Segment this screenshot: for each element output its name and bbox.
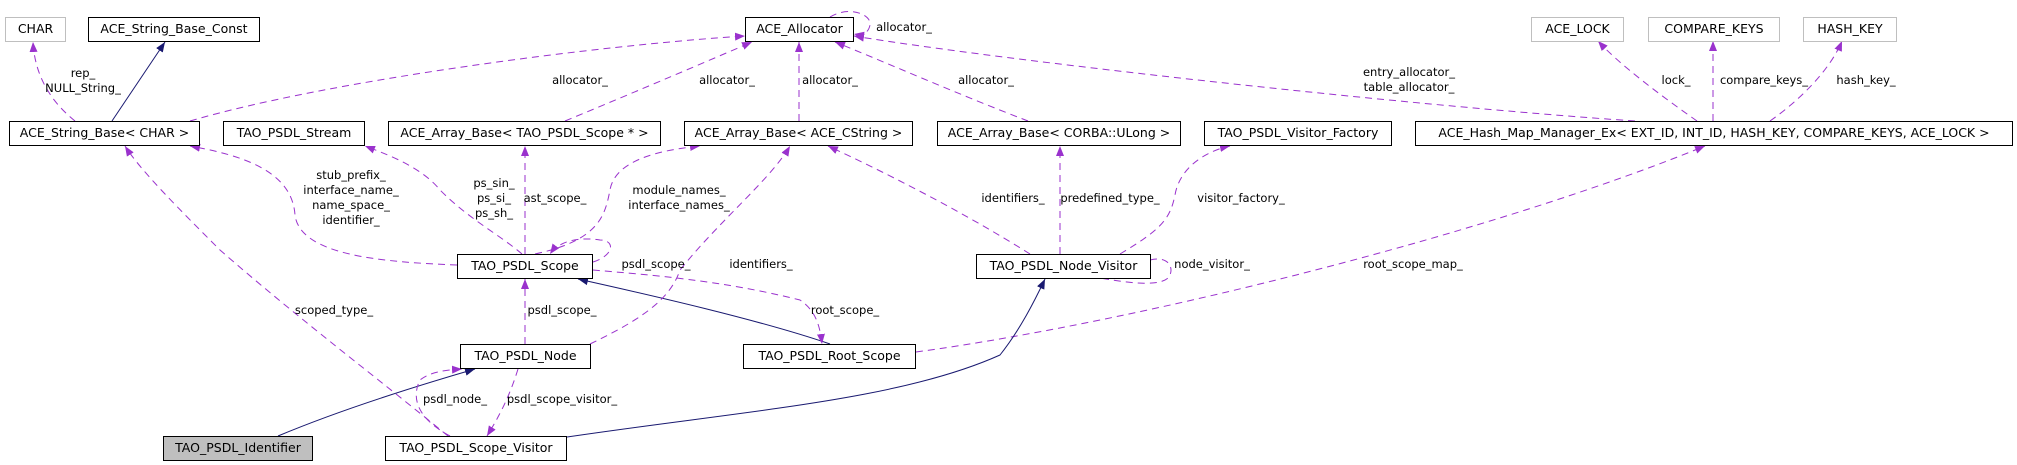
edge-label: identifier_: [322, 213, 380, 227]
node-ace-string-base-const[interactable]: ACE_String_Base_Const: [88, 17, 260, 42]
edge-label: psdl_node_: [423, 392, 487, 406]
usage-edge: [415, 365, 463, 437]
edge-label: compare_keys_: [1719, 73, 1809, 87]
edge-label: ast_scope_: [523, 191, 587, 205]
edge-label: name_space_: [312, 198, 390, 212]
edge-label: hash_key_: [1836, 73, 1896, 87]
node-ace-lock[interactable]: ACE_LOCK: [1531, 17, 1624, 42]
edge-label: NULL_String_: [45, 81, 121, 95]
edge-label: stub_prefix_: [316, 168, 386, 182]
edge-label: psdl_scope_: [527, 303, 597, 317]
node-tao-psdl-node-visitor[interactable]: TAO_PSDL_Node_Visitor: [976, 254, 1151, 279]
usage-edge: [589, 145, 791, 345]
edge-label: predefined_type_: [1060, 191, 1160, 205]
edge-label: psdl_scope_visitor_: [506, 392, 618, 406]
usage-edge: [915, 145, 1706, 353]
edge-label: root_scope_map_: [1363, 257, 1463, 271]
usage-edge: [29, 41, 76, 122]
inheritance-edge: [577, 277, 831, 345]
node-tao-psdl-root-scope[interactable]: TAO_PSDL_Root_Scope: [743, 344, 916, 369]
edge-label: module_names_: [632, 183, 726, 197]
edge-label: lock_: [1661, 73, 1691, 87]
edge-label: root_scope_: [810, 303, 880, 317]
usage-edge: [827, 145, 1031, 255]
edge-label: entry_allocator_: [1362, 65, 1456, 79]
node-hash-key[interactable]: HASH_KEY: [1803, 17, 1897, 42]
node-tao-psdl-identifier[interactable]: TAO_PSDL_Identifier: [163, 436, 313, 461]
edge-label: psdl_scope_: [621, 257, 691, 271]
usage-edge: [189, 143, 458, 266]
usage-edge: [364, 145, 523, 255]
edge-label: interface_name_: [303, 183, 399, 197]
edge-label: identifiers_: [729, 257, 793, 271]
node-array-base-cstring[interactable]: ACE_Array_Base< ACE_CString >: [684, 121, 913, 146]
node-visitor-factory[interactable]: TAO_PSDL_Visitor_Factory: [1204, 121, 1392, 146]
edge-label: allocator_: [699, 73, 755, 87]
edge-label: visitor_factory_: [1197, 191, 1285, 205]
inheritance-edge: [277, 367, 476, 437]
usage-edge: [1597, 40, 1698, 122]
usage-edge: [853, 33, 1636, 122]
edge-label: ps_si_: [477, 191, 511, 205]
edge-label: rep_: [70, 66, 96, 80]
node-ace-allocator[interactable]: ACE_Allocator: [745, 17, 854, 42]
edge-label: ps_sh_: [474, 206, 514, 220]
edge-label: identifiers_: [981, 191, 1045, 205]
usage-edge: [549, 238, 611, 263]
inheritance-edge: [111, 41, 166, 122]
edge-label: interface_names_: [628, 198, 730, 212]
usage-edge: [486, 368, 519, 437]
node-tao-psdl-stream[interactable]: TAO_PSDL_Stream: [223, 121, 365, 146]
node-array-base-ulong[interactable]: ACE_Array_Base< CORBA::ULong >: [937, 121, 1181, 146]
usage-edge: [564, 41, 753, 122]
usage-edge: [592, 269, 825, 345]
edge-label: allocator_: [552, 73, 608, 87]
inheritance-edge: [566, 278, 1046, 438]
node-array-base-scope[interactable]: ACE_Array_Base< TAO_PSDL_Scope * >: [388, 121, 661, 146]
node-tao-psdl-node[interactable]: TAO_PSDL_Node: [460, 344, 591, 369]
node-ace-string-base[interactable]: ACE_String_Base< CHAR >: [9, 121, 200, 146]
node-compare-keys[interactable]: COMPARE_KEYS: [1648, 17, 1780, 42]
edge-label: allocator_: [802, 73, 858, 87]
edge-label: scoped_type_: [294, 303, 374, 317]
node-hash-map-manager[interactable]: ACE_Hash_Map_Manager_Ex< EXT_ID, INT_ID,…: [1415, 121, 2013, 146]
edge-label: allocator_: [958, 73, 1014, 87]
usage-edge: [1769, 40, 1843, 122]
edge-label: allocator_: [876, 20, 932, 34]
usage-edge: [189, 32, 746, 122]
edge-label: ps_sin_: [473, 176, 515, 190]
usage-edge: [834, 41, 1029, 122]
edge-label: node_visitor_: [1174, 257, 1250, 271]
node-tao-psdl-scope[interactable]: TAO_PSDL_Scope: [457, 254, 593, 279]
node-tao-psdl-scope-visitor[interactable]: TAO_PSDL_Scope_Visitor: [385, 436, 567, 461]
edge-label: table_allocator_: [1363, 80, 1455, 94]
node-char[interactable]: CHAR: [5, 17, 66, 42]
